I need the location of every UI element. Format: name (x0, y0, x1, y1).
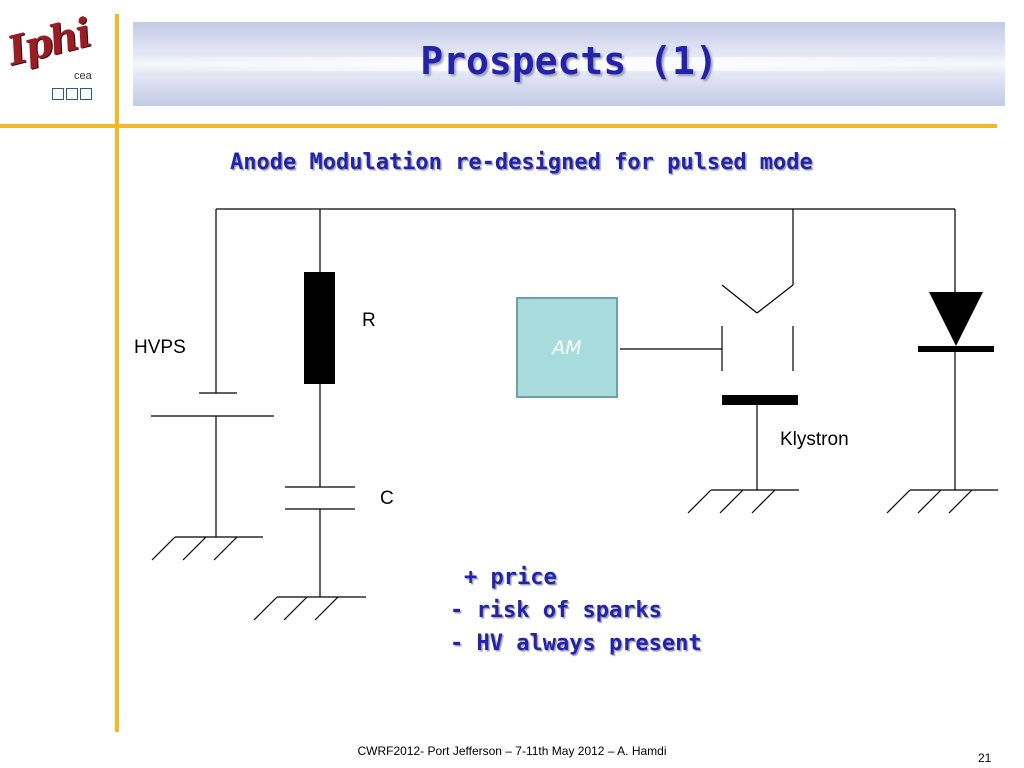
slide-subtitle: Anode Modulation re-designed for pulsed … (230, 150, 813, 175)
resistor-symbol (304, 272, 335, 384)
resistor-label: R (362, 310, 376, 331)
diode-bar (918, 346, 994, 352)
page-number: 21 (978, 751, 992, 765)
am-modulator-box: AM (516, 297, 618, 398)
klystron-cathode (722, 395, 798, 405)
horizontal-accent-rule (0, 124, 997, 128)
klystron-label: Klystron (780, 429, 849, 450)
title-bar: Prospects (1) (133, 22, 1005, 106)
partner-logo-icon (66, 88, 78, 100)
bullet-item: - risk of sparks (450, 598, 662, 623)
bullet-list: + price - risk of sparks - HV always pre… (450, 561, 702, 660)
vertical-accent-rule (115, 14, 119, 732)
slide-title: Prospects (1) (420, 39, 718, 83)
bullet-item: - HV always present (450, 631, 702, 656)
footer-text: CWRF2012- Port Jefferson – 7-11th May 20… (357, 744, 667, 758)
cea-logo-text: cea (74, 70, 92, 82)
capacitor-label: C (380, 488, 394, 509)
switch-blade (756, 284, 794, 314)
partner-logo-icon (52, 88, 64, 100)
bullet-item: + price (464, 565, 557, 590)
am-label: AM (552, 337, 582, 359)
hvps-label: HVPS (134, 337, 186, 358)
diode-triangle (929, 292, 983, 346)
switch-blade (721, 284, 758, 314)
iphi-logo: Iphi cea (3, 9, 98, 104)
partner-logo-icon (80, 88, 92, 100)
